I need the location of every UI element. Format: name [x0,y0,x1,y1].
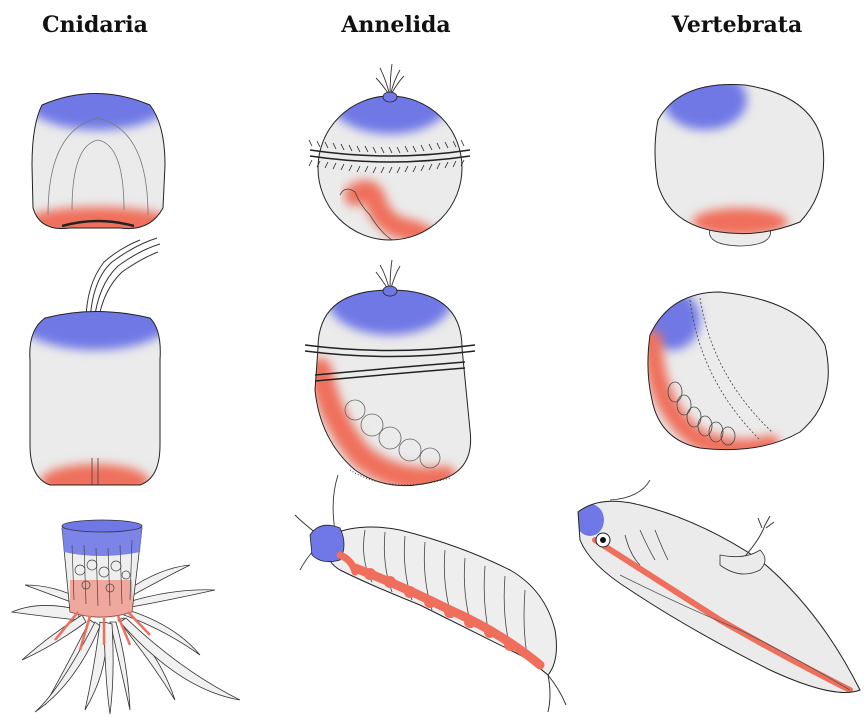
vertebrata-stage-2-neurula [644,290,828,450]
annelida-stage-1-trochophore [309,64,470,240]
cnidaria-stage-1-embryo [18,66,178,243]
vertebrata-stage-1-gastrula [655,70,824,246]
annelida-stage-2-metatrochophore [305,260,475,486]
cnidaria-stage-3-polyp [12,520,240,714]
vertebrata-stage-3-tailbud-embryo [576,480,860,693]
cnidaria-stage-2-planula [17,238,173,500]
annelida-stage-3-juvenile-worm [295,475,566,712]
